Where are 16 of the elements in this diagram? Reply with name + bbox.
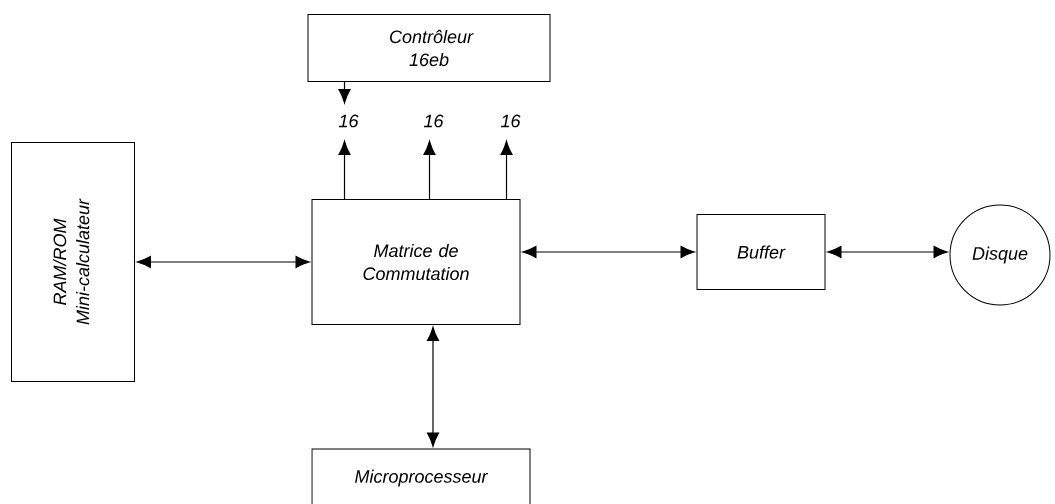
arrow <box>827 246 948 259</box>
edge-label: 16 <box>499 113 522 129</box>
arrow <box>427 326 440 447</box>
matrix-box: Matrice de Commutation <box>311 199 521 325</box>
arrow <box>500 140 513 200</box>
arrow <box>338 140 351 200</box>
arrow <box>136 256 310 269</box>
controller-box: Contrôleur 16eb <box>307 14 551 82</box>
edge-label: 16 <box>422 113 445 129</box>
arrow <box>522 246 695 259</box>
arrow <box>338 81 351 104</box>
arrow <box>423 140 436 200</box>
buffer-box: Buffer <box>696 214 826 290</box>
edge-label: 16 <box>337 113 360 129</box>
memory-box: RAM/ROM Mini-calculateur <box>11 142 135 382</box>
processor-box: Microprocesseur <box>311 448 531 504</box>
